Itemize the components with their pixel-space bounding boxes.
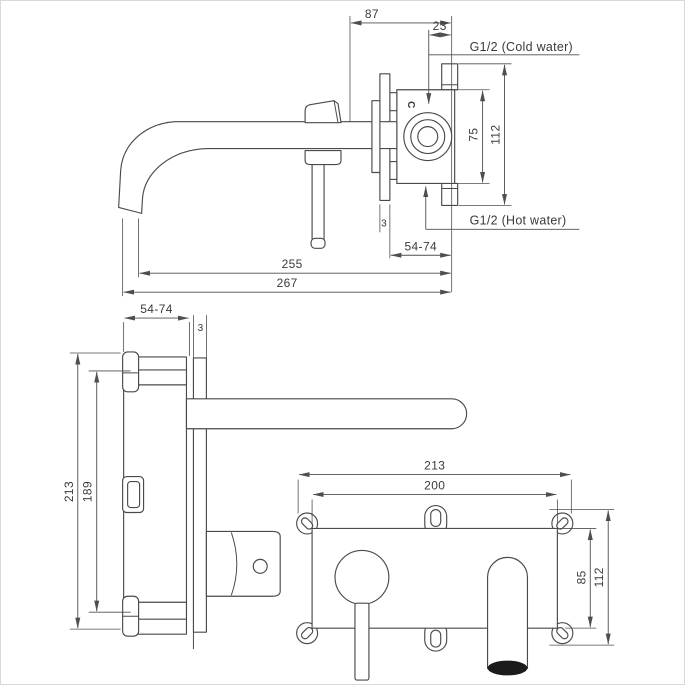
valve-bottom-flange: [441, 182, 459, 206]
box-internals: [122, 351, 188, 637]
side-view-dimensions: 54-74 3 213 189: [62, 302, 207, 630]
lever-cap-edge: [333, 100, 339, 123]
handle-escutcheon-curve: [230, 532, 238, 596]
lever-cap-top: [304, 100, 342, 124]
lever-rod: [311, 163, 325, 241]
dim-213-front-label: 213: [424, 459, 445, 473]
valve-inner-bore: [417, 126, 439, 148]
top-inlet-pipe: [138, 369, 188, 386]
dim-213-side-label: 213: [62, 481, 76, 502]
handle-lever-front: [354, 602, 370, 681]
side-view-rough-in-box: 54-74 3 213 189: [62, 302, 468, 650]
cold-water-label: G1/2 (Cold water): [470, 40, 573, 54]
dim-23-label: 23: [433, 19, 447, 33]
handle-set-screw-hole: [252, 558, 268, 574]
dim-54-74-side-label: 54-74: [140, 302, 173, 316]
spout-shank-collar: [371, 100, 381, 174]
top-view-dimensions: 87 23 G1/2 (Cold water) G1/2 (Hot water)…: [122, 7, 580, 297]
bottom-inlet-pipe: [138, 601, 188, 620]
front-view-dimensions: 213 200 85 112: [297, 459, 615, 646]
dim-3-label: 3: [381, 218, 387, 229]
mounting-bracket-slot: [127, 481, 141, 509]
cold-port-marking: C: [405, 101, 416, 108]
dim-255-label: 255: [282, 257, 303, 271]
handle-lever-assembly: [304, 100, 342, 249]
valve-left-bottom-tab: [389, 160, 398, 181]
top-view-side-elevation: C 87 23 G1/2 (Cold water): [118, 7, 580, 297]
hot-water-label: G1/2 (Hot water): [470, 213, 567, 227]
handle-base-front: [334, 549, 390, 605]
handle-side-profile: [205, 530, 281, 597]
dim-87-label: 87: [365, 7, 379, 21]
dim-85-label: 85: [574, 570, 588, 584]
valve-top-flange: [441, 63, 459, 91]
lug-slot-top-middle: [430, 508, 442, 528]
spout-open-end: [487, 660, 528, 676]
valve-body: C: [389, 63, 459, 206]
spout-outline: [118, 121, 398, 214]
spout-side-profile: [185, 398, 468, 430]
dim-75-label: 75: [467, 128, 481, 142]
dim-3-side-label: 3: [198, 323, 204, 334]
handle-body-side: [205, 530, 281, 597]
dim-54-74-label: 54-74: [404, 239, 437, 253]
lug-slot-bottom-middle: [430, 629, 442, 648]
valve-middle-ring: [410, 119, 446, 155]
valve-left-top-tab: [389, 92, 398, 112]
lever-base-bottom: [304, 149, 342, 166]
top-inlet-fitting: [122, 351, 140, 393]
dim-200-label: 200: [424, 479, 445, 493]
dim-267-label: 267: [277, 276, 298, 290]
spout-front-profile: [487, 556, 529, 670]
dim-112-front-label: 112: [592, 567, 606, 587]
lever-rod-tip: [310, 237, 326, 249]
dim-189-label: 189: [81, 481, 95, 502]
front-view-rough-in-box: 213 200 85 112: [296, 459, 615, 681]
dim-112-label: 112: [489, 124, 503, 144]
